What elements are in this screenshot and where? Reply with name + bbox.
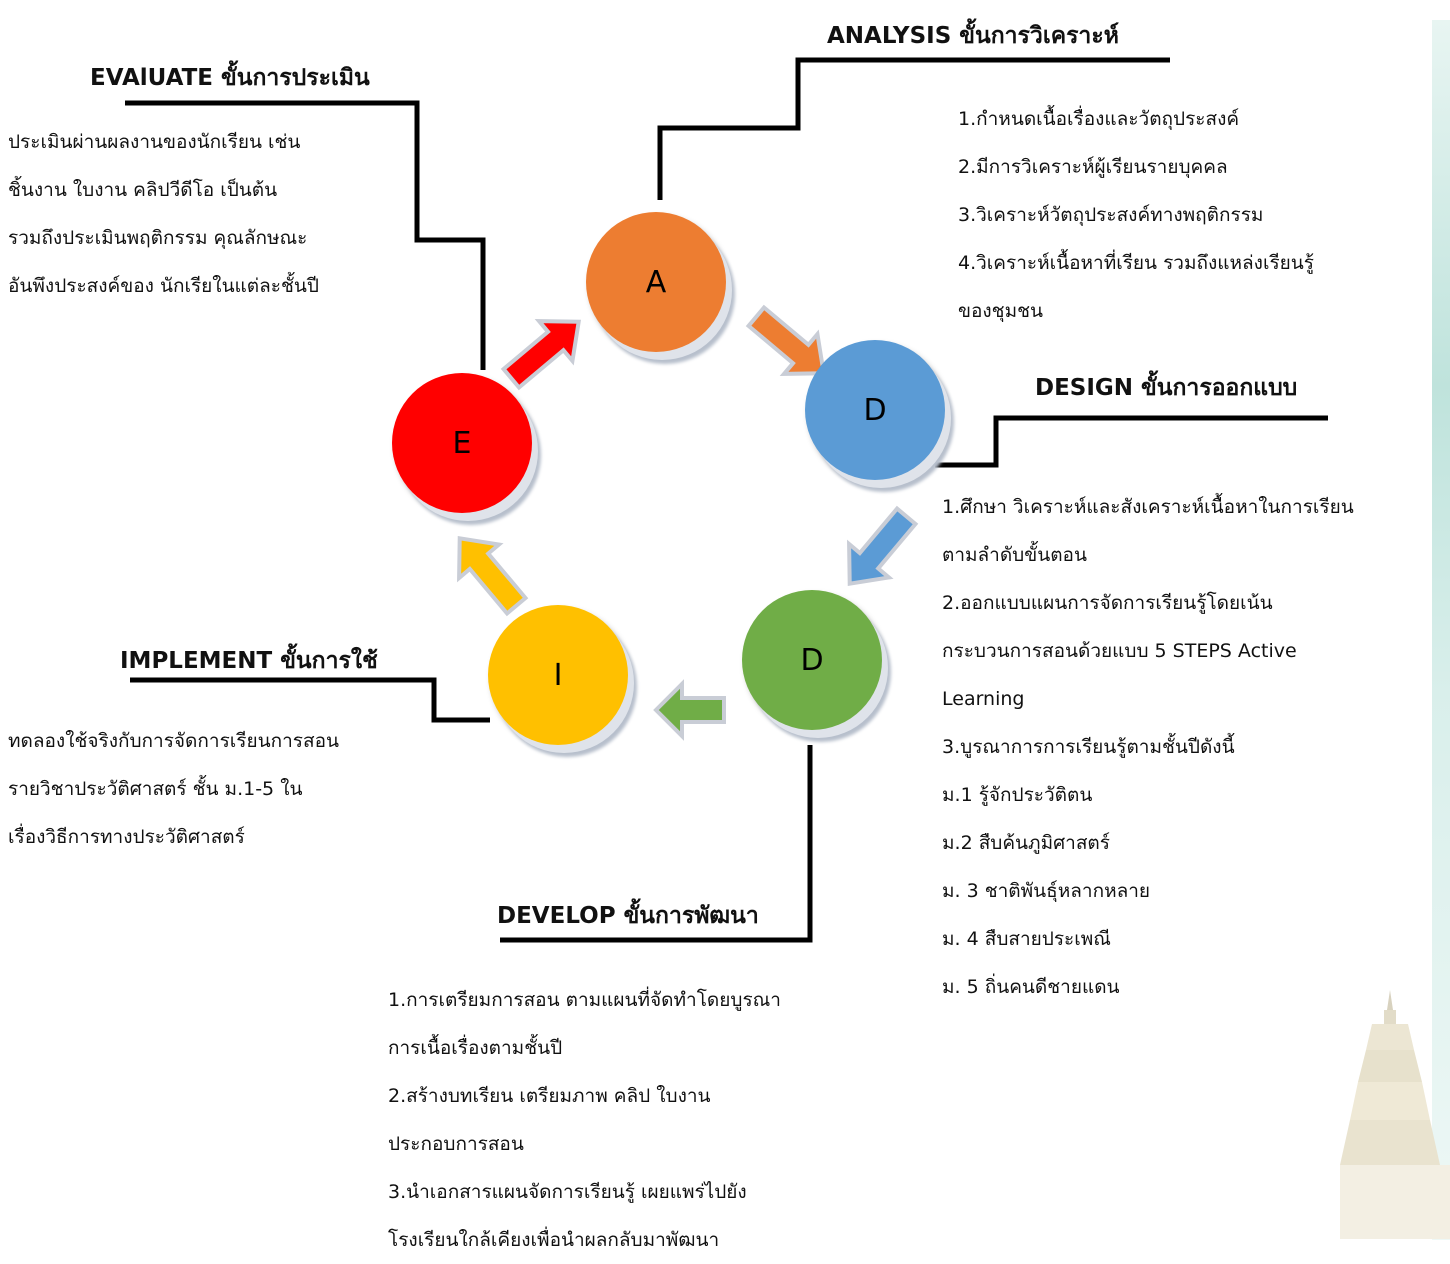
- design-list: 1.ศึกษา วิเคราะห์และสังเคราะห์เนื้อหาในก…: [942, 483, 1354, 1011]
- develop-item: โรงเรียนใกล้เคียงเพื่อนำผลกลับมาพัฒนา: [388, 1229, 720, 1251]
- evaluate-list: ประเมินผ่านผลงานของนักเรียน เช่น ชิ้นงาน…: [8, 118, 319, 310]
- node-develop-letter: D: [800, 642, 824, 678]
- implement-item: ทดลองใช้จริงกับการจัดการเรียนการสอน: [8, 730, 339, 752]
- analysis-item: ของชุมชน: [958, 300, 1043, 322]
- evaluate-item: อันพึงประสงค์ของ นักเรียในแต่ละชั้นปี: [8, 275, 319, 297]
- implement-connector: [130, 677, 490, 723]
- node-design-letter: D: [863, 392, 887, 428]
- develop-item: 3.นำเอกสารแผนจัดการเรียนรู้ เผยแพร่ไปยัง: [388, 1181, 747, 1203]
- develop-item: ประกอบการสอน: [388, 1133, 524, 1155]
- node-design: D: [805, 340, 945, 480]
- develop-item: 2.สร้างบทเรียน เตรียมภาพ คลิป ใบงาน: [388, 1085, 711, 1107]
- implement-heading: IMPLEMENT ขั้นการใช้: [120, 648, 378, 674]
- analysis-item: 4.วิเคราะห์เนื้อหาที่เรียน รวมถึงแหล่งเร…: [958, 252, 1314, 274]
- design-connector: [935, 415, 1328, 468]
- design-item: 2.ออกแบบแผนการจัดการเรียนรู้โดยเน้น: [942, 592, 1273, 614]
- design-item: ม.2 สืบค้นภูมิศาสตร์: [942, 832, 1110, 854]
- analysis-item: 2.มีการวิเคราะห์ผู้เรียนรายบุคคล: [958, 156, 1228, 178]
- node-implement-letter: I: [553, 657, 563, 693]
- analysis-heading: ANALYSIS ขั้นการวิเคราะห์: [827, 23, 1119, 49]
- develop-list: 1.การเตรียมการสอน ตามแผนที่จัดทำโดยบูรณา…: [388, 976, 781, 1264]
- design-item: ม. 4 สืบสายประเพณี: [942, 928, 1111, 950]
- design-item: ม.1 รู้จักประวัติตน: [942, 784, 1093, 806]
- evaluate-heading: EVAlUATE ขั้นการประเมิน: [90, 65, 370, 91]
- design-item: ตามลำดับขั้นตอน: [942, 544, 1087, 566]
- node-evaluate: E: [392, 373, 532, 513]
- develop-heading: DEVELOP ขั้นการพัฒนา: [497, 903, 759, 929]
- design-item: ม. 5 ถิ่นคนดีชายแดน: [942, 976, 1120, 998]
- develop-connector: [500, 745, 813, 943]
- node-implement: I: [488, 605, 628, 745]
- arrow-e-to-a: [500, 319, 582, 391]
- decorative-background-stripe: [1432, 20, 1450, 1240]
- implement-item: รายวิชาประวัติศาสตร์ ชั้น ม.1-5 ใน: [8, 778, 303, 800]
- analysis-connector: [657, 57, 1170, 200]
- design-item: กระบวนการสอนด้วยแบบ 5 STEPS Active: [942, 640, 1297, 662]
- design-item: ม. 3 ชาติพันธุ์หลากหลาย: [942, 880, 1151, 902]
- evaluate-item: ประเมินผ่านผลงานของนักเรียน เช่น: [8, 131, 301, 153]
- implement-item: เรื่องวิธีการทางประวัติศาสตร์: [8, 826, 245, 848]
- evaluate-item: รวมถึงประเมินพฤติกรรม คุณลักษณะ: [8, 227, 308, 249]
- arrow-d1-to-d2: [847, 505, 919, 587]
- node-analysis-letter: A: [645, 264, 667, 300]
- node-analysis: A: [586, 212, 726, 352]
- node-evaluate-letter: E: [452, 425, 472, 461]
- stupa-decoration: [1340, 990, 1450, 1239]
- analysis-item: 1.กำหนดเนื้อเรื่องและวัตถุประสงค์: [958, 108, 1240, 130]
- develop-item: การเนื้อเรื่องตามชั้นปี: [388, 1037, 563, 1059]
- node-develop: D: [742, 590, 882, 730]
- arrow-a-to-d1: [745, 304, 827, 376]
- design-item: Learning: [942, 688, 1025, 710]
- arrow-d2-to-i: [653, 679, 726, 741]
- analysis-list: 1.กำหนดเนื้อเรื่องและวัตถุประสงค์ 2.มีกา…: [958, 95, 1314, 335]
- design-heading: DESIGN ขั้นการออกแบบ: [1035, 375, 1298, 401]
- design-item: 3.บูรณาการการเรียนรู้ตามชั้นปีดังนี้: [942, 736, 1235, 758]
- analysis-item: 3.วิเคราะห์วัตถุประสงค์ทางพฤติกรรม: [958, 204, 1264, 226]
- implement-list: ทดลองใช้จริงกับการจัดการเรียนการสอน รายว…: [8, 717, 339, 861]
- arrow-i-to-e: [457, 535, 529, 617]
- evaluate-item: ชิ้นงาน ใบงาน คลิปวีดีโอ เป็นต้น: [8, 179, 278, 201]
- evaluate-connector: [125, 100, 486, 370]
- design-item: 1.ศึกษา วิเคราะห์และสังเคราะห์เนื้อหาในก…: [942, 496, 1354, 518]
- develop-item: 1.การเตรียมการสอน ตามแผนที่จัดทำโดยบูรณา: [388, 989, 781, 1011]
